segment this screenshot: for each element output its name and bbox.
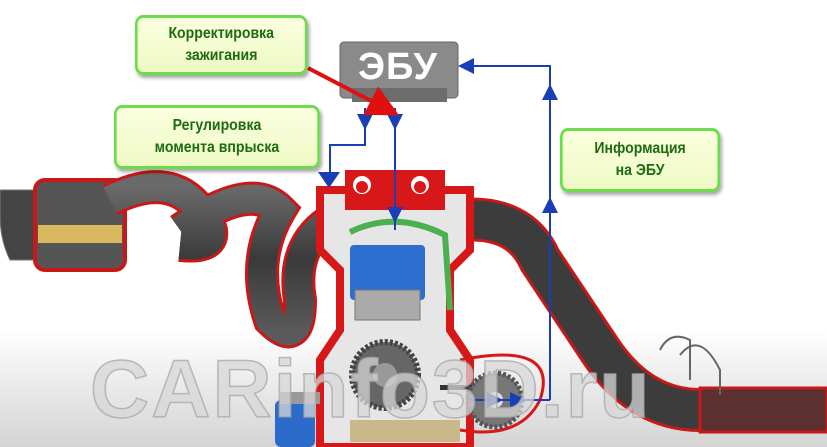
injection-timing-label: Регулировка момента впрыска <box>114 105 320 169</box>
oil-filter <box>275 400 315 447</box>
label-line: Регулировка <box>172 117 262 134</box>
piston <box>354 289 421 321</box>
oxygen-sensor <box>659 335 691 380</box>
combustion-chamber <box>350 245 425 300</box>
ecu-info-label: Информация на ЭБУ <box>560 128 721 192</box>
watermark: CARinfo3D.ru <box>89 344 652 436</box>
label-line: Информация <box>594 140 686 157</box>
label-line: момента впрыска <box>154 139 280 156</box>
label-line: на ЭБУ <box>615 162 665 179</box>
ecu-label: ЭБУ <box>357 46 439 88</box>
ignition-correction-label: Корректировка зажигания <box>135 15 308 75</box>
injector-arrow-icon <box>318 172 340 188</box>
ignition-arrow-icon <box>307 66 400 116</box>
label-line: зажигания <box>185 47 258 64</box>
label-line: Корректировка <box>168 25 275 42</box>
air-filter <box>0 178 127 272</box>
catalytic-converter <box>698 386 827 434</box>
